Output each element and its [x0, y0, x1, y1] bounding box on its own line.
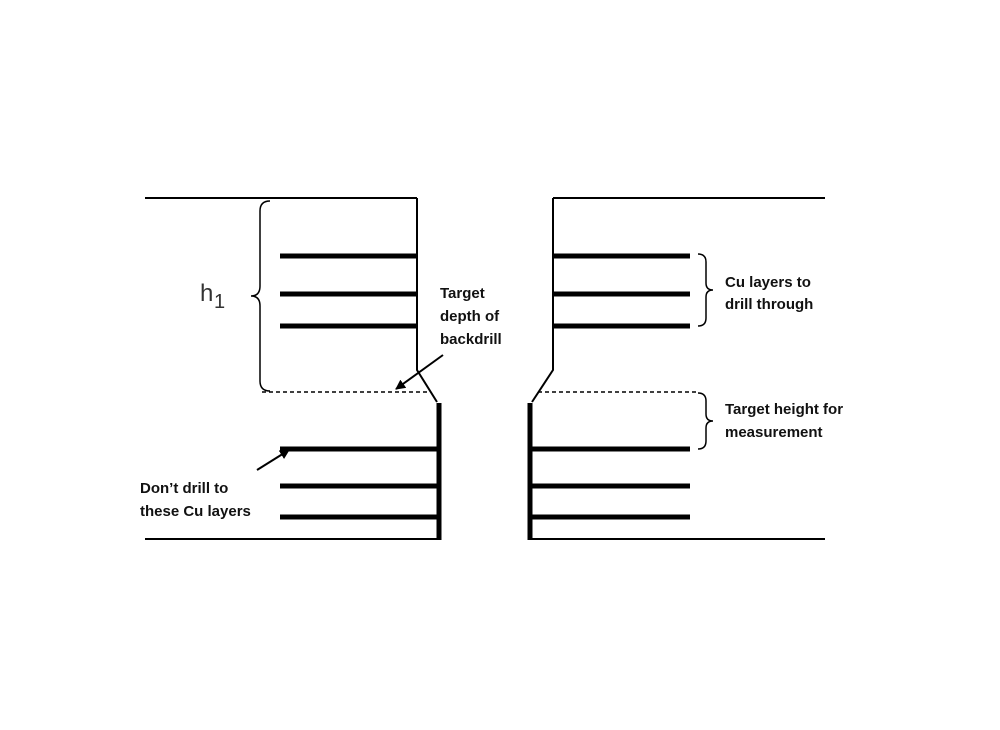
- target-depth-line-1: Target: [440, 285, 485, 302]
- target-depth-line-3: backdrill: [440, 331, 502, 348]
- target-height-line-1: Target height for: [725, 401, 843, 418]
- target-depth-arrow: [395, 354, 444, 390]
- h-subscript: 1: [214, 291, 225, 313]
- target-height-label: Target height for measurement: [725, 401, 843, 441]
- h1-label: h 1: [200, 280, 225, 313]
- target-depth-label: Target depth of backdrill: [440, 285, 502, 348]
- target-depth-line-2: depth of: [440, 308, 500, 325]
- board-outline: [145, 197, 825, 540]
- cu-layers-brace: [697, 253, 714, 327]
- dont-drill-line-2: these Cu layers: [140, 503, 251, 520]
- cu-layers-through-label: Cu layers to drill through: [725, 274, 813, 313]
- target-height-brace: [697, 392, 714, 450]
- dont-drill-label: Don’t drill to these Cu layers: [140, 480, 251, 520]
- plated-barrel: [436, 403, 533, 540]
- h1-brace: [250, 200, 271, 392]
- h-symbol: h: [200, 280, 213, 307]
- dont-drill-arrow: [256, 449, 290, 471]
- right-drilled-wall: [531, 198, 554, 403]
- dont-drill-line-1: Don’t drill to: [140, 480, 228, 497]
- target-height-line-2: measurement: [725, 424, 823, 441]
- cu-layers-kept: [280, 446, 690, 520]
- cu-layers-through-line-2: drill through: [725, 296, 813, 313]
- cu-layers-through-line-1: Cu layers to: [725, 274, 811, 291]
- cu-layers-drilled-through: [280, 253, 690, 329]
